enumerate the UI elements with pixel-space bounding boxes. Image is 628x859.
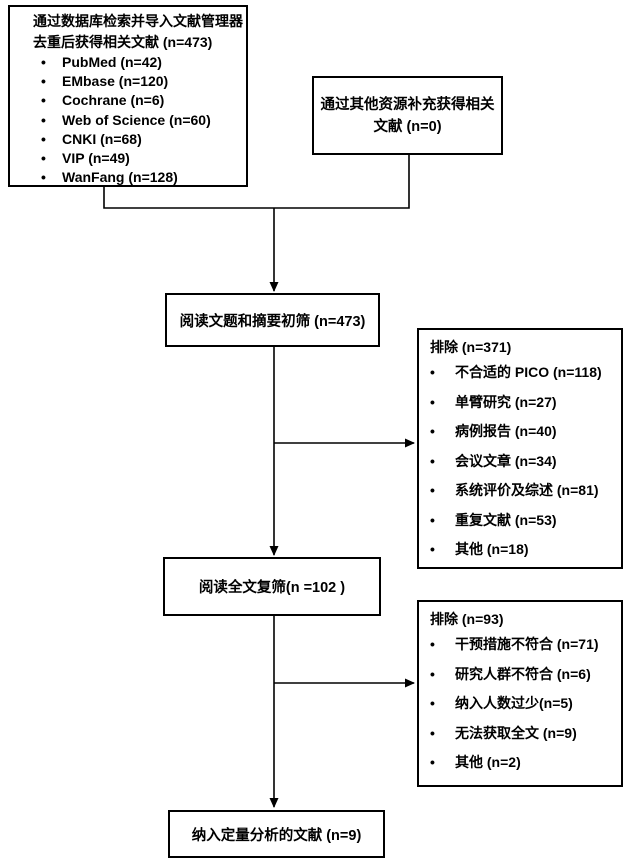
list-item-label: 干预措施不符合 (n=71) <box>455 636 599 652</box>
list-item-label: 系统评价及综述 (n=81) <box>455 482 599 498</box>
list-item-label: 其他 (n=18) <box>455 541 529 557</box>
list-item: • CNKI (n=68) <box>41 130 246 149</box>
box-database-search-title-line1: 通过数据库检索并导入文献管理器 <box>33 13 243 29</box>
list-item: • 纳入人数过少(n=5) <box>430 689 621 719</box>
bullet-icon: • <box>430 511 435 528</box>
bullet-icon: • <box>41 54 46 70</box>
list-item: • PubMed (n=42) <box>41 53 246 72</box>
list-item: • 无法获取全文 (n=9) <box>430 719 621 749</box>
bullet-icon: • <box>41 150 46 167</box>
list-item: • 会议文章 (n=34) <box>430 447 621 477</box>
list-item-label: Web of Science (n=60) <box>62 111 211 128</box>
box-database-search-title: 通过数据库检索并导入文献管理器 去重后获得相关文献 (n=473) <box>33 11 246 53</box>
list-item: • VIP (n=49) <box>41 149 246 168</box>
list-item: • 其他 (n=2) <box>430 748 621 778</box>
bullet-icon: • <box>430 541 435 557</box>
list-item-label: 无法获取全文 (n=9) <box>455 724 577 741</box>
list-item: • 其他 (n=18) <box>430 535 621 565</box>
bullet-icon: • <box>430 695 435 711</box>
list-item-label: Cochrane (n=6) <box>62 92 165 109</box>
bullet-icon: • <box>41 169 46 186</box>
list-item: • 不合适的 PICO (n=118) <box>430 358 621 388</box>
box-excluded-fulltext-title: 排除 (n=93) <box>430 611 504 627</box>
list-item: • 干预措施不符合 (n=71) <box>430 630 621 660</box>
bullet-icon: • <box>430 452 435 469</box>
box-excluded-initial: 排除 (n=371) • 不合适的 PICO (n=118) • 单臂研究 (n=2… <box>417 328 623 569</box>
list-item: • 研究人群不符合 (n=6) <box>430 660 621 690</box>
list-item: • WanFang (n=128) <box>41 168 246 187</box>
box-included-quantitative: 纳入定量分析的文献 (n=9) <box>168 810 385 858</box>
list-item: • 重复文献 (n=53) <box>430 506 621 536</box>
list-item: • 单臂研究 (n=27) <box>430 388 621 418</box>
bullet-icon: • <box>41 92 46 109</box>
bullet-icon: • <box>41 130 46 147</box>
box-database-search-title-line2: 去重后获得相关文献 (n=473) <box>33 34 213 50</box>
bullet-icon: • <box>41 111 46 128</box>
box-fulltext-screening: 阅读全文复筛(n =102 ) <box>163 557 381 616</box>
bullet-icon: • <box>430 724 435 741</box>
list-item-label: 其他 (n=2) <box>455 754 521 770</box>
list-item: • Cochrane (n=6) <box>41 91 246 110</box>
bullet-icon: • <box>41 73 46 90</box>
list-item: • Web of Science (n=60) <box>41 111 246 130</box>
list-item-label: WanFang (n=128) <box>62 169 178 186</box>
list-item-label: 不合适的 PICO (n=118) <box>455 364 602 380</box>
list-item-label: EMbase (n=120) <box>62 73 169 90</box>
box-other-sources: 通过其他资源补充获得相关 文献 (n=0) <box>312 76 503 155</box>
list-item-label: 研究人群不符合 (n=6) <box>455 665 591 682</box>
list-item: • 病例报告 (n=40) <box>430 417 621 447</box>
bullet-icon: • <box>430 393 435 410</box>
box-other-sources-title-line2: 文献 (n=0) <box>373 118 442 135</box>
list-item-label: CNKI (n=68) <box>62 130 142 147</box>
box-other-sources-title-line1: 通过其他资源补充获得相关 <box>320 96 495 113</box>
box-initial-screening-label: 阅读文题和摘要初筛 (n=473) <box>179 313 366 330</box>
box-fulltext-screening-label: 阅读全文复筛(n =102 ) <box>198 580 346 596</box>
bullet-icon: • <box>430 665 435 682</box>
database-list: • PubMed (n=42) • EMbase (n=120) • Cochrane… <box>10 53 246 187</box>
list-item: • 系统评价及综述 (n=81) <box>430 476 621 506</box>
list-item-label: 重复文献 (n=53) <box>455 511 557 528</box>
bullet-icon: • <box>430 423 435 439</box>
list-item-label: VIP (n=49) <box>62 150 130 167</box>
bullet-icon: • <box>430 482 435 498</box>
list-item-label: 单臂研究 (n=27) <box>455 393 557 410</box>
list-item-label: PubMed (n=42) <box>62 54 162 70</box>
box-database-search: 通过数据库检索并导入文献管理器 去重后获得相关文献 (n=473) • PubMe… <box>8 5 248 187</box>
list-item: • EMbase (n=120) <box>41 72 246 91</box>
excluded-fulltext-list: • 干预措施不符合 (n=71) • 研究人群不符合 (n=6) • 纳入人数过少(n… <box>419 630 621 778</box>
box-initial-screening: 阅读文题和摘要初筛 (n=473) <box>165 293 380 347</box>
bullet-icon: • <box>430 364 435 380</box>
list-item-label: 病例报告 (n=40) <box>455 423 557 439</box>
box-excluded-fulltext: 排除 (n=93) • 干预措施不符合 (n=71) • 研究人群不符合 (n=6)… <box>417 600 623 787</box>
bullet-icon: • <box>430 754 435 770</box>
box-excluded-initial-title: 排除 (n=371) <box>430 339 512 355</box>
excluded-initial-list: • 不合适的 PICO (n=118) • 单臂研究 (n=27) • 病例报告 (n… <box>419 358 621 565</box>
list-item-label: 会议文章 (n=34) <box>455 452 557 469</box>
bullet-icon: • <box>430 636 435 652</box>
list-item-label: 纳入人数过少(n=5) <box>455 695 573 711</box>
box-included-quantitative-label: 纳入定量分析的文献 (n=9) <box>191 827 362 844</box>
